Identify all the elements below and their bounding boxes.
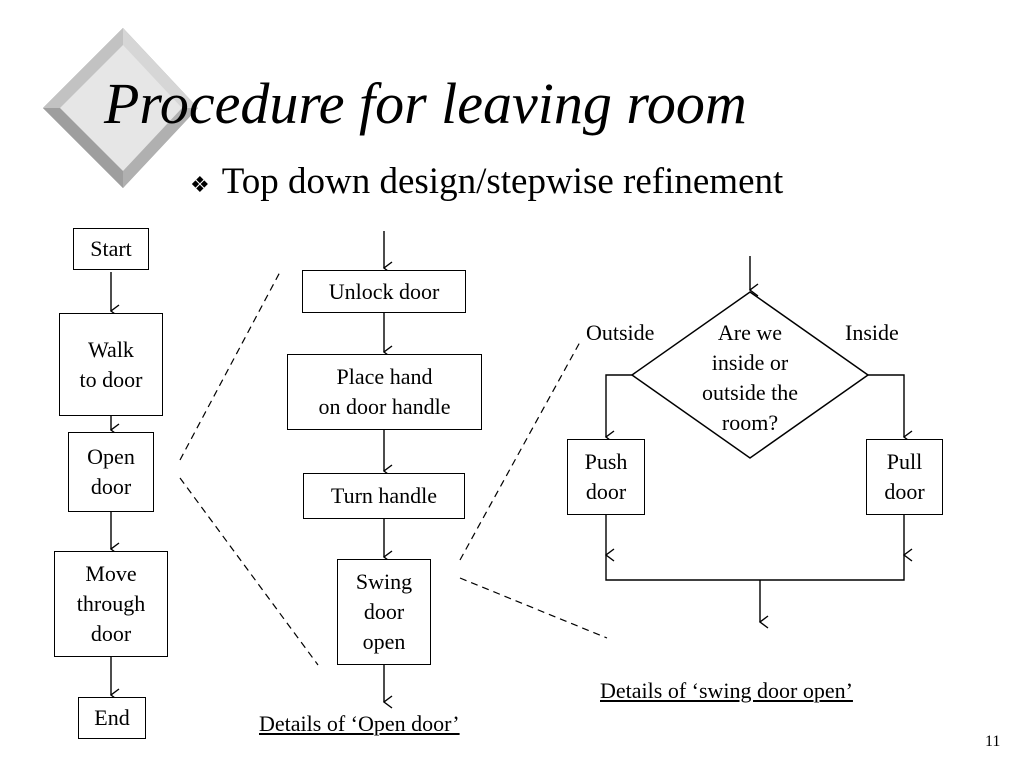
move-through-door-box: Move through door: [54, 551, 168, 657]
swing-door-open-box: Swing door open: [337, 559, 431, 665]
swing-label-line-3: open: [362, 629, 406, 654]
swing-door-caption: Details of ‘swing door open’: [600, 678, 853, 703]
place-hand-box: Place hand on door handle: [287, 354, 482, 430]
bullet-diamond-icon: ❖: [190, 171, 210, 197]
question-line-1: Are we: [717, 320, 783, 345]
unlock-door-box: Unlock door: [302, 270, 466, 313]
push-door-box: Push door: [567, 439, 645, 515]
open-label-line-2: door: [90, 474, 132, 499]
end-box: End: [78, 697, 146, 739]
move-label-line-2: through: [76, 591, 146, 616]
zoom-line-swing-upper: [459, 341, 581, 561]
decision-diamond: [630, 291, 870, 459]
page-number: 11: [985, 733, 1001, 750]
place-label-line-2: on door handle: [318, 394, 451, 419]
pull-door-box: Pull door: [866, 439, 943, 515]
unlock-label: Unlock door: [328, 278, 440, 304]
bullet-text: Top down design/stepwise refinement: [221, 161, 784, 202]
open-label-line-1: Open: [87, 444, 135, 469]
start-label: Start: [90, 236, 132, 261]
turn-label: Turn handle: [330, 483, 438, 508]
question-line-3: outside the: [702, 380, 798, 405]
swing-label-line-2: door: [363, 599, 405, 624]
walk-to-door-box: Walk to door: [59, 313, 163, 416]
question-line-4: room?: [721, 410, 779, 435]
turn-handle-box: Turn handle: [303, 473, 465, 519]
open-door-caption: Details of ‘Open door’: [259, 711, 460, 736]
move-label-line-3: door: [90, 621, 132, 646]
pull-label-line-1: Pull: [886, 449, 923, 474]
zoom-line-open-lower: [179, 477, 319, 666]
open-door-box: Open door: [68, 432, 154, 512]
push-label-line-2: door: [585, 479, 627, 504]
diamond-face: [60, 45, 182, 171]
inside-label: Inside: [845, 320, 899, 345]
question-line-2: inside or: [711, 350, 789, 375]
place-label-line-1: Place hand: [336, 364, 433, 389]
bullet-point: ❖ Top down design/stepwise refinement: [190, 160, 783, 203]
merge-line: [605, 555, 905, 581]
pull-label-line-2: door: [884, 479, 925, 504]
walk-label-line-1: Walk: [88, 336, 134, 362]
swing-label-line-1: Swing: [355, 569, 413, 594]
outside-label: Outside: [586, 320, 655, 345]
arrow-decision-to-push: [606, 374, 632, 437]
decision-question: Are we inside or outside the room?: [680, 318, 820, 438]
page-title: Procedure for leaving room: [104, 71, 747, 136]
move-label-line-1: Move: [85, 561, 137, 586]
zoom-line-open-upper: [179, 271, 281, 461]
arrow-decision-to-pull: [868, 374, 904, 437]
walk-label-line-2: to door: [79, 366, 143, 392]
zoom-line-swing-lower: [459, 577, 608, 639]
push-label-line-1: Push: [584, 449, 628, 474]
start-box: Start: [73, 228, 149, 270]
end-label: End: [94, 705, 130, 730]
